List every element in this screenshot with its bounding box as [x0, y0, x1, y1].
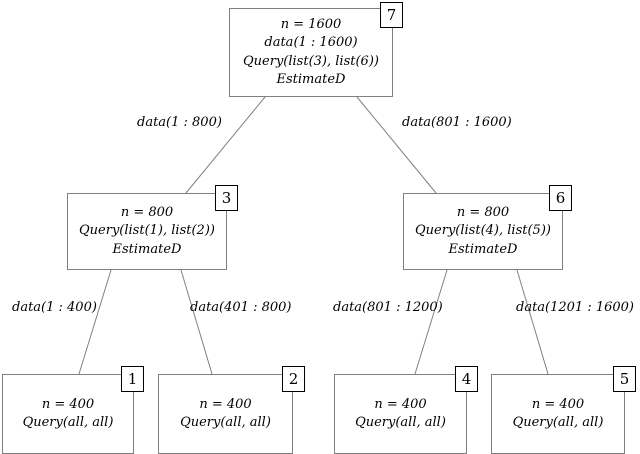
- node-6-line-2: EstimateD: [448, 241, 518, 257]
- node-1-badge[interactable]: 1: [121, 366, 144, 392]
- edge-label-7-3: data(1 : 800): [137, 115, 222, 130]
- edge-label-6-4: data(801 : 1200): [333, 300, 443, 315]
- node-5-badge[interactable]: 5: [613, 366, 636, 392]
- node-5-line-0: n = 400: [531, 396, 585, 412]
- node-5-line-1: Query(all, all): [512, 415, 604, 430]
- tree-edge-3-2: [180, 269, 213, 375]
- tree-edge-7-6: [356, 96, 437, 194]
- tree-edge-3-1: [78, 269, 112, 375]
- node-3-line-1: Query(list(1), list(2)): [79, 223, 215, 239]
- node-4-line-1: Query(all, all): [355, 415, 446, 430]
- node-7-line-1: data(1 : 1600): [264, 35, 358, 51]
- node-3-line-2: EstimateD: [112, 241, 182, 257]
- edge-label-3-1: data(1 : 400): [12, 300, 97, 315]
- node-7-line-2: Query(list(3), list(6)): [243, 53, 379, 69]
- node-6-line-0: n = 800: [456, 204, 510, 220]
- edge-label-7-6: data(801 : 1600): [402, 115, 512, 130]
- node-7[interactable]: n = 1600 data(1 : 1600) Query(list(3), lis…: [229, 8, 393, 97]
- node-7-line-3: EstimateD: [276, 71, 346, 87]
- node-6-badge[interactable]: 6: [549, 185, 572, 211]
- node-7-badge[interactable]: 7: [380, 2, 403, 28]
- node-3-badge[interactable]: 3: [215, 185, 238, 211]
- node-2-line-0: n = 400: [199, 396, 252, 412]
- tree-edge-6-4: [414, 269, 448, 375]
- node-1-line-0: n = 400: [41, 396, 95, 412]
- node-4-badge[interactable]: 4: [455, 366, 478, 392]
- node-7-line-0: n = 1600: [280, 16, 342, 32]
- node-2-line-1: Query(all, all): [180, 415, 271, 430]
- node-6-line-1: Query(list(4), list(5)): [415, 223, 551, 239]
- node-1-line-1: Query(all, all): [22, 415, 114, 430]
- tree-edge-6-5: [516, 269, 549, 375]
- node-4-line-0: n = 400: [374, 396, 427, 412]
- edge-label-3-2: data(401 : 800): [190, 300, 292, 315]
- node-3-line-0: n = 800: [120, 204, 174, 220]
- node-2-badge[interactable]: 2: [282, 366, 305, 392]
- tree-edge-7-3: [185, 96, 266, 194]
- edge-label-6-5: data(1201 : 1600): [516, 300, 635, 315]
